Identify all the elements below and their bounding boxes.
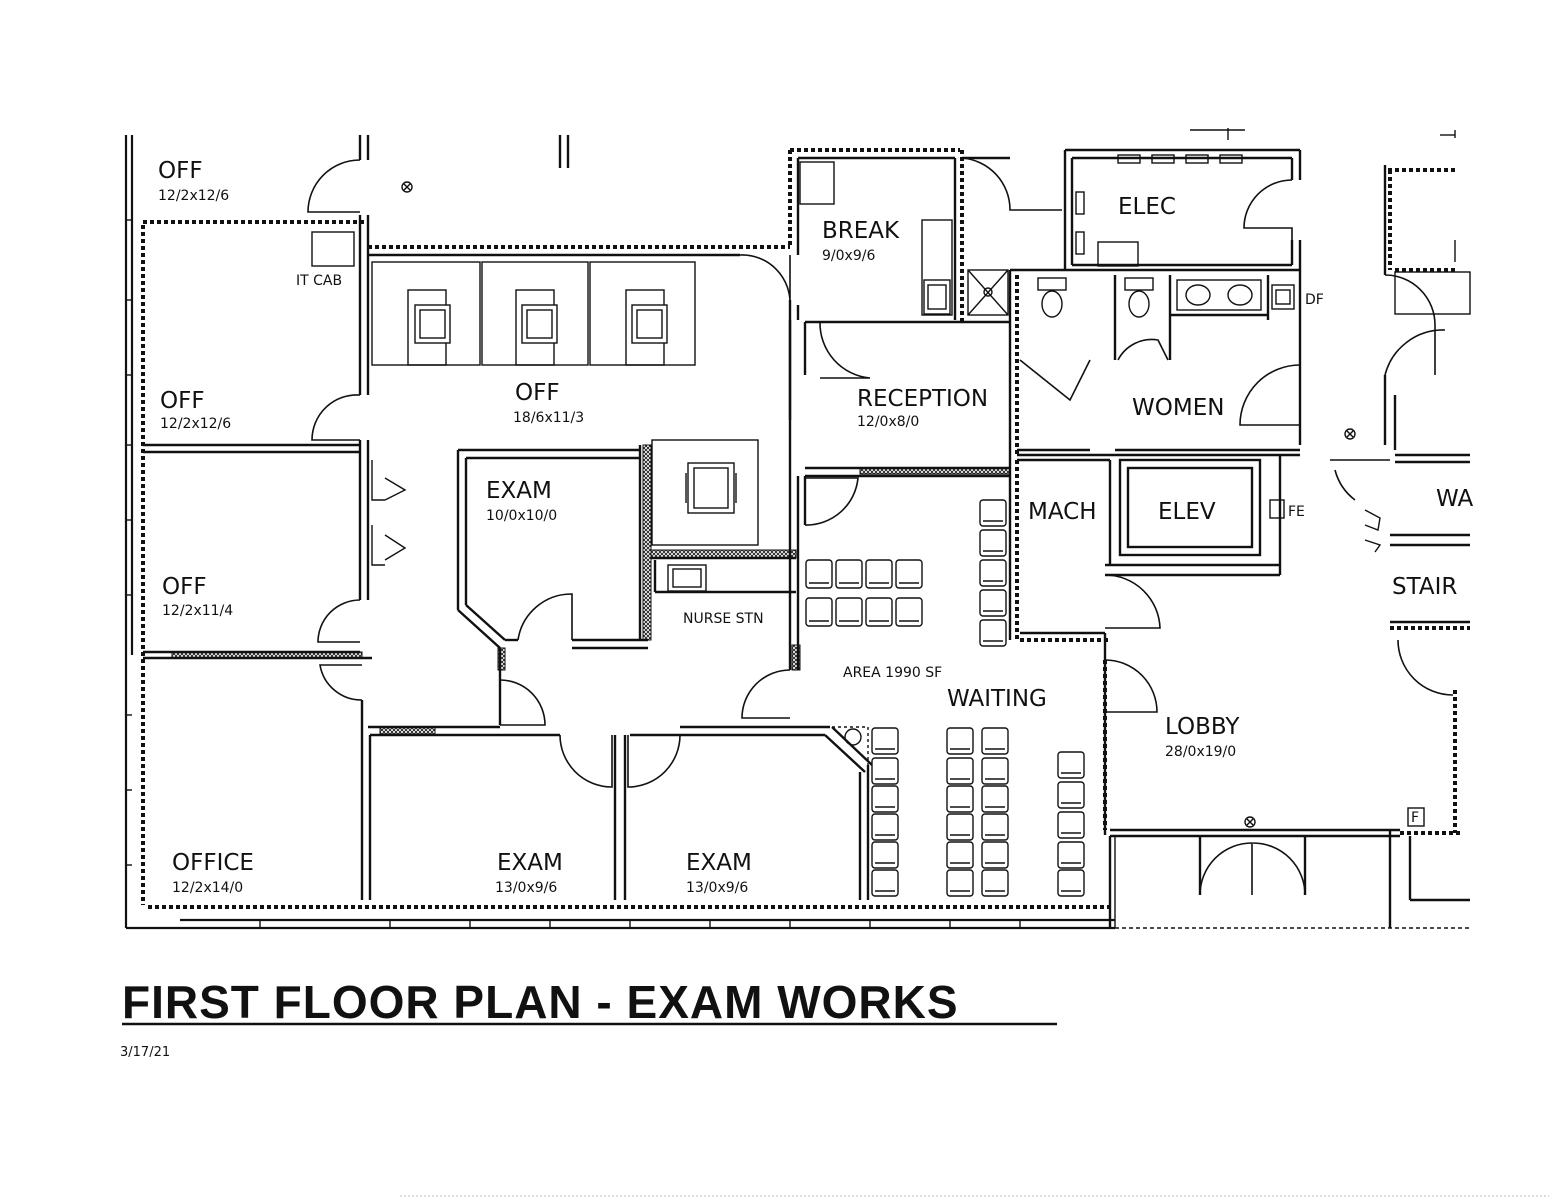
room-exam-bottom-2-dims: 13/0x9/6 (686, 880, 748, 896)
room-it-cab-name: IT CAB (296, 273, 342, 289)
room-exam-center-dims: 10/0x10/0 (486, 508, 557, 524)
room-break-dims: 9/0x9/6 (822, 248, 875, 264)
waiting-chair (835, 597, 863, 627)
waiting-chair (871, 841, 899, 869)
waiting-chair (946, 727, 974, 755)
room-off-left-mid-dims: 12/2x12/6 (160, 416, 231, 432)
room-nurse-stn-name: NURSE STN (683, 611, 764, 627)
waiting-chair (946, 869, 974, 897)
waiting-chair (946, 841, 974, 869)
ceiling-markers (401, 181, 1356, 828)
waiting-chair (979, 559, 1007, 587)
waiting-chair (805, 559, 833, 589)
f-box-label: F (1411, 810, 1419, 826)
waiting-chair (946, 813, 974, 841)
waiting-area-text: AREA 1990 SF (843, 665, 942, 681)
room-office-name: OFFICE (172, 850, 254, 876)
waiting-chair (946, 785, 974, 813)
room-waiting-name: WAITING (947, 686, 1047, 712)
room-exam-bottom-2-name: EXAM (686, 850, 752, 876)
room-lobby-name: LOBBY (1165, 714, 1240, 740)
plan-title: FIRST FLOOR PLAN - EXAM WORKS (122, 976, 959, 1028)
door-swings (307, 157, 1454, 896)
room-labels: OFF 12/2x12/6 IT CAB OFF 12/2x12/6 OFF 1… (158, 158, 1473, 896)
room-office-dims: 12/2x14/0 (172, 880, 243, 896)
room-lobby-dims: 28/0x19/0 (1165, 744, 1236, 760)
room-off-center-name: OFF (515, 380, 560, 406)
title-block: FIRST FLOOR PLAN - EXAM WORKS 3/17/21 (120, 976, 1057, 1060)
room-off-center-dims: 18/6x11/3 (513, 410, 584, 426)
room-reception-dims: 12/0x8/0 (857, 414, 919, 430)
waiting-chair (981, 869, 1009, 897)
waiting-chair (865, 597, 893, 627)
waiting-chair (835, 559, 863, 589)
room-elev-name: ELEV (1158, 499, 1216, 525)
plan-date: 3/17/21 (120, 1045, 170, 1060)
room-exam-bottom-1-dims: 13/0x9/6 (495, 880, 557, 896)
room-mach-name: MACH (1028, 499, 1097, 525)
room-wa-partial-name: WA (1436, 486, 1473, 512)
waiting-chair (981, 785, 1009, 813)
waiting-chair (871, 813, 899, 841)
room-stair-name: STAIR (1392, 574, 1457, 600)
waiting-chair (871, 869, 899, 897)
waiting-chairs (805, 499, 1085, 897)
waiting-chair (895, 597, 923, 627)
waiting-chair (1057, 869, 1085, 897)
room-fe-name: FE (1288, 504, 1305, 520)
room-reception-name: RECEPTION (857, 386, 988, 412)
waiting-chair (865, 559, 893, 589)
waiting-chair (1057, 781, 1085, 809)
room-exam-bottom-1-name: EXAM (497, 850, 563, 876)
room-exam-center-name: EXAM (486, 478, 552, 504)
waiting-chair (981, 757, 1009, 785)
waiting-chair (871, 727, 899, 755)
walls (124, 128, 1471, 930)
waiting-chair (946, 757, 974, 785)
waiting-chair (805, 597, 833, 627)
room-women-name: WOMEN (1132, 395, 1224, 421)
room-off-left-low-dims: 12/2x11/4 (162, 603, 233, 619)
waiting-chair (1057, 841, 1085, 869)
room-elec-name: ELEC (1118, 194, 1176, 220)
waiting-chair (1057, 811, 1085, 839)
waiting-chair (979, 499, 1007, 527)
room-off-left-mid-name: OFF (160, 388, 205, 414)
waiting-chair (1057, 751, 1085, 779)
room-off-top-left-name: OFF (158, 158, 203, 184)
room-off-left-low-name: OFF (162, 574, 207, 600)
room-off-top-left-dims: 12/2x12/6 (158, 188, 229, 204)
waiting-chair (981, 727, 1009, 755)
waiting-chair (871, 757, 899, 785)
room-break-name: BREAK (822, 218, 900, 244)
waiting-chair (979, 589, 1007, 617)
waiting-chair (979, 619, 1007, 647)
waiting-chair (981, 841, 1009, 869)
waiting-chair (979, 529, 1007, 557)
waiting-chair (895, 559, 923, 589)
waiting-chair (981, 813, 1009, 841)
room-df-name: DF (1305, 292, 1324, 308)
waiting-chair (871, 785, 899, 813)
